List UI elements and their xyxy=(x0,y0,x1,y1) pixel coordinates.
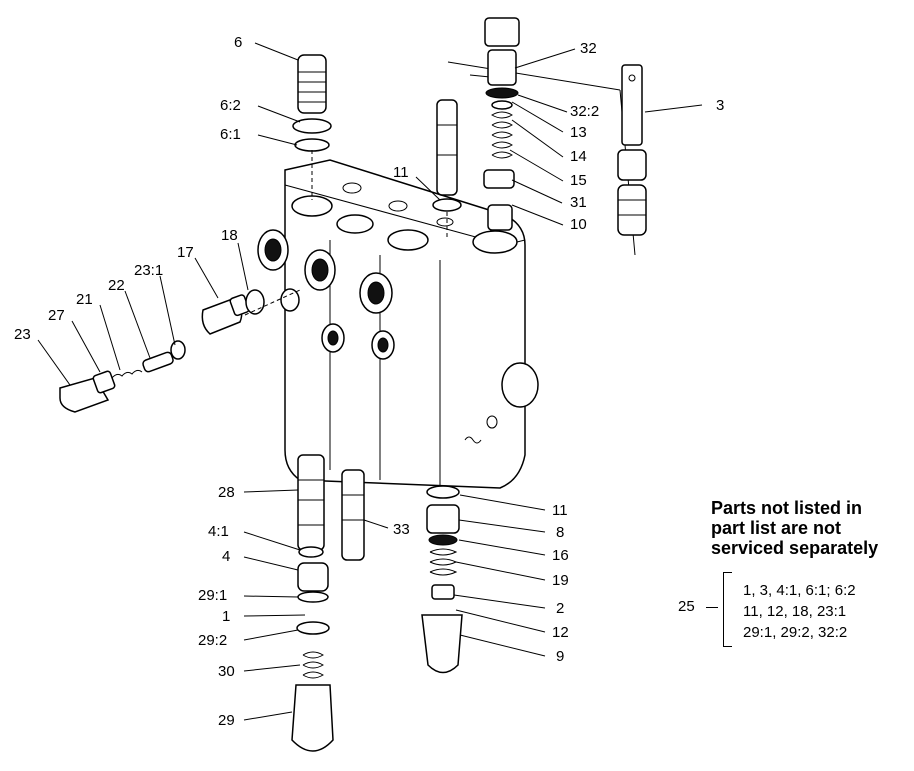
callout-labels: 6 6:2 6:1 11 17 18 23:1 22 21 27 23 32 3… xyxy=(14,34,724,729)
callout-label: 9 xyxy=(556,648,564,665)
callout-label: 2 xyxy=(556,600,564,617)
callout-label: 3 xyxy=(716,97,724,114)
callout-label: 6:1 xyxy=(220,126,241,143)
callout-label: 16 xyxy=(552,547,569,564)
valve-body xyxy=(257,159,539,489)
callout-label: 4 xyxy=(222,548,230,565)
callout-label: 10 xyxy=(570,216,587,233)
callout-label: 6:2 xyxy=(220,97,241,114)
group-dash xyxy=(706,607,718,608)
lower-left-stack xyxy=(291,454,334,752)
callout-label: 15 xyxy=(570,172,587,189)
group-item: 29:1, 29:2, 32:2 xyxy=(743,624,848,641)
callout-label: 32 xyxy=(580,40,597,57)
callout-label: 33 xyxy=(393,521,410,538)
callout-label: 13 xyxy=(570,124,587,141)
group-label: 25 xyxy=(678,598,695,615)
callout-label: 4:1 xyxy=(208,523,229,540)
lower-right-stack xyxy=(421,485,463,674)
callout-label: 29:2 xyxy=(198,632,227,649)
group-item: 1, 3, 4:1, 6:1; 6:2 xyxy=(743,582,856,599)
callout-label: 28 xyxy=(218,484,235,501)
part-32-stack xyxy=(483,17,520,231)
note-line: Parts not listed in xyxy=(711,498,863,518)
callout-label: 12 xyxy=(552,624,569,641)
callout-label: 30 xyxy=(218,663,235,680)
callout-label: 29:1 xyxy=(198,587,227,604)
callout-label: 11 xyxy=(552,502,568,519)
callout-label: 22 xyxy=(108,277,125,294)
group-bracket xyxy=(723,572,732,647)
note-line: part list are not xyxy=(711,518,842,538)
service-note: Parts not listed in part list are not se… xyxy=(711,498,911,558)
leader-lines xyxy=(37,42,703,721)
callout-label: 1 xyxy=(222,608,230,625)
callout-label: 31 xyxy=(570,194,587,211)
callout-label: 6 xyxy=(234,34,242,51)
callout-label: 27 xyxy=(48,307,65,324)
callout-label: 23 xyxy=(14,326,31,343)
callout-label: 23:1 xyxy=(134,262,163,279)
relief-valve-assembly xyxy=(59,289,301,413)
group-item: 11, 12, 18, 23:1 xyxy=(743,603,847,620)
group-items: 1, 3, 4:1, 6:1; 6:2 11, 12, 18, 23:1 29:… xyxy=(743,580,856,643)
part-33 xyxy=(341,469,365,561)
callout-label: 17 xyxy=(177,244,194,261)
callout-label: 19 xyxy=(552,572,569,589)
callout-label: 32:2 xyxy=(570,103,599,120)
callout-label: 11 xyxy=(393,164,409,181)
callout-label: 14 xyxy=(570,148,587,165)
callout-label: 8 xyxy=(556,524,564,541)
callout-label: 21 xyxy=(76,291,93,308)
note-line: serviced separately xyxy=(711,538,879,558)
part-3-spool xyxy=(617,64,647,236)
callout-label: 18 xyxy=(221,227,238,244)
callout-label: 29 xyxy=(218,712,235,729)
